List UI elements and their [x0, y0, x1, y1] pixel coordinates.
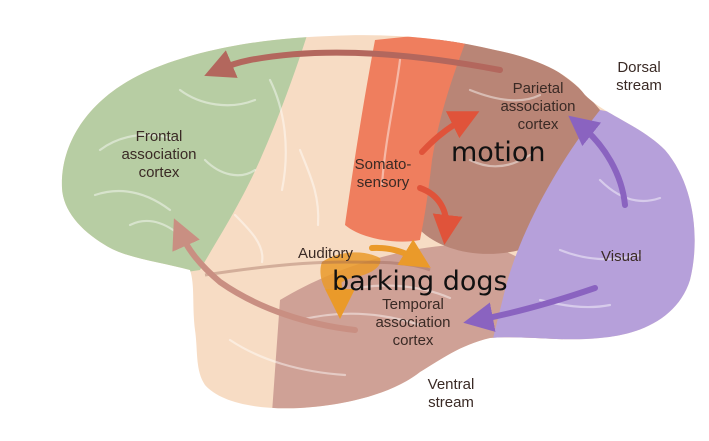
ventral-stream-label: Ventral stream — [427, 376, 475, 411]
dorsal-stream-label: Dorsal stream — [616, 59, 662, 94]
frontal-label: Frontal association cortex — [121, 128, 197, 181]
temporal-label: Temporal association cortex — [375, 296, 451, 349]
auditory-down-arrow — [324, 275, 355, 319]
auditory-label: Auditory — [298, 245, 354, 262]
visual-dorsal-arrow — [568, 115, 628, 208]
motion-overlay-text: motion — [451, 137, 546, 168]
gyri-texture — [93, 58, 662, 377]
auditory-to-temporal-arrow — [369, 239, 431, 268]
parietal-label: Parietal association cortex — [500, 80, 576, 133]
visual-label: Visual — [601, 248, 642, 265]
auditory-region — [320, 252, 381, 295]
somato-to-parietal-arrow — [419, 111, 480, 155]
temporal-to-frontal-arrow — [172, 218, 358, 333]
somatosensory-region — [345, 35, 470, 242]
barking-dogs-overlay-text: barking dogs — [332, 266, 508, 297]
somatosensory-label: Somato- sensory — [354, 156, 412, 191]
visual-ventral-arrow — [463, 285, 598, 332]
parietal-to-frontal-arrow — [204, 49, 503, 78]
somato-to-temporal-arrow — [417, 185, 463, 245]
